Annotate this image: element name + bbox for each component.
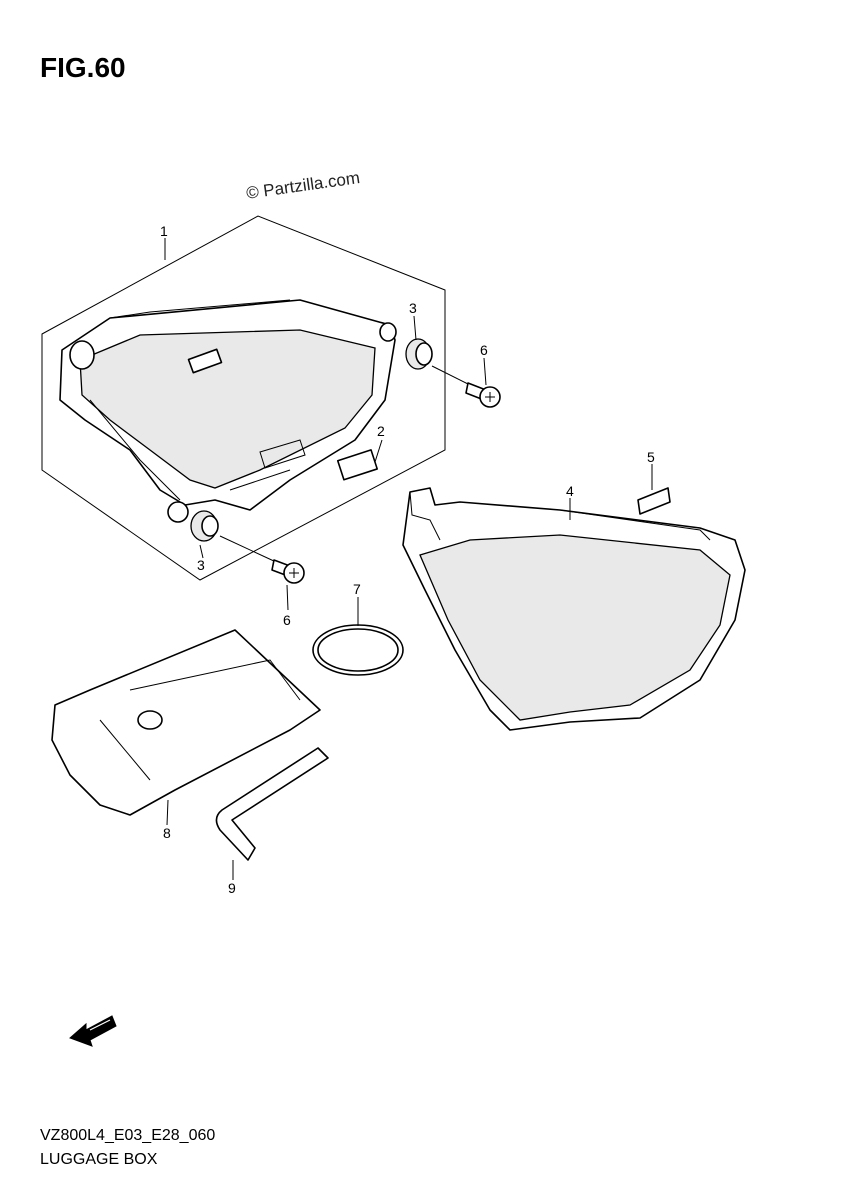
diagram-name: LUGGAGE BOX (40, 1151, 158, 1168)
callout-2: 2 (377, 423, 385, 439)
callout-9: 9 (228, 880, 236, 896)
callout-3-upper: 3 (409, 300, 417, 316)
o-ring[interactable] (312, 624, 404, 676)
bolt-lower[interactable] (219, 535, 305, 584)
callout-3-lower: 3 (197, 557, 205, 573)
figure-title: FIG.60 (40, 52, 126, 83)
callout-1: 1 (160, 223, 168, 239)
callout-6-lower: 6 (283, 612, 291, 628)
label-plate[interactable] (336, 449, 379, 481)
bolt-upper[interactable] (431, 365, 501, 408)
hex-wrench[interactable] (215, 747, 329, 861)
callout-6-upper: 6 (480, 342, 488, 358)
assembly-frame (41, 215, 446, 581)
callout-4: 4 (566, 483, 574, 499)
small-label[interactable] (637, 487, 671, 515)
callout-7: 7 (353, 581, 361, 597)
luggage-box-body[interactable] (59, 299, 397, 523)
fwd-arrow-icon (69, 1015, 117, 1047)
grommet-lower[interactable] (190, 510, 219, 542)
grommet-upper[interactable] (405, 338, 433, 370)
diagram-code: VZ800L4_E03_E28_060 (40, 1127, 216, 1144)
frame-cover[interactable] (402, 487, 746, 731)
callout-8: 8 (163, 825, 171, 841)
callout-5: 5 (647, 449, 655, 465)
tool-bag[interactable] (51, 629, 321, 816)
leader-lines (164, 238, 653, 880)
